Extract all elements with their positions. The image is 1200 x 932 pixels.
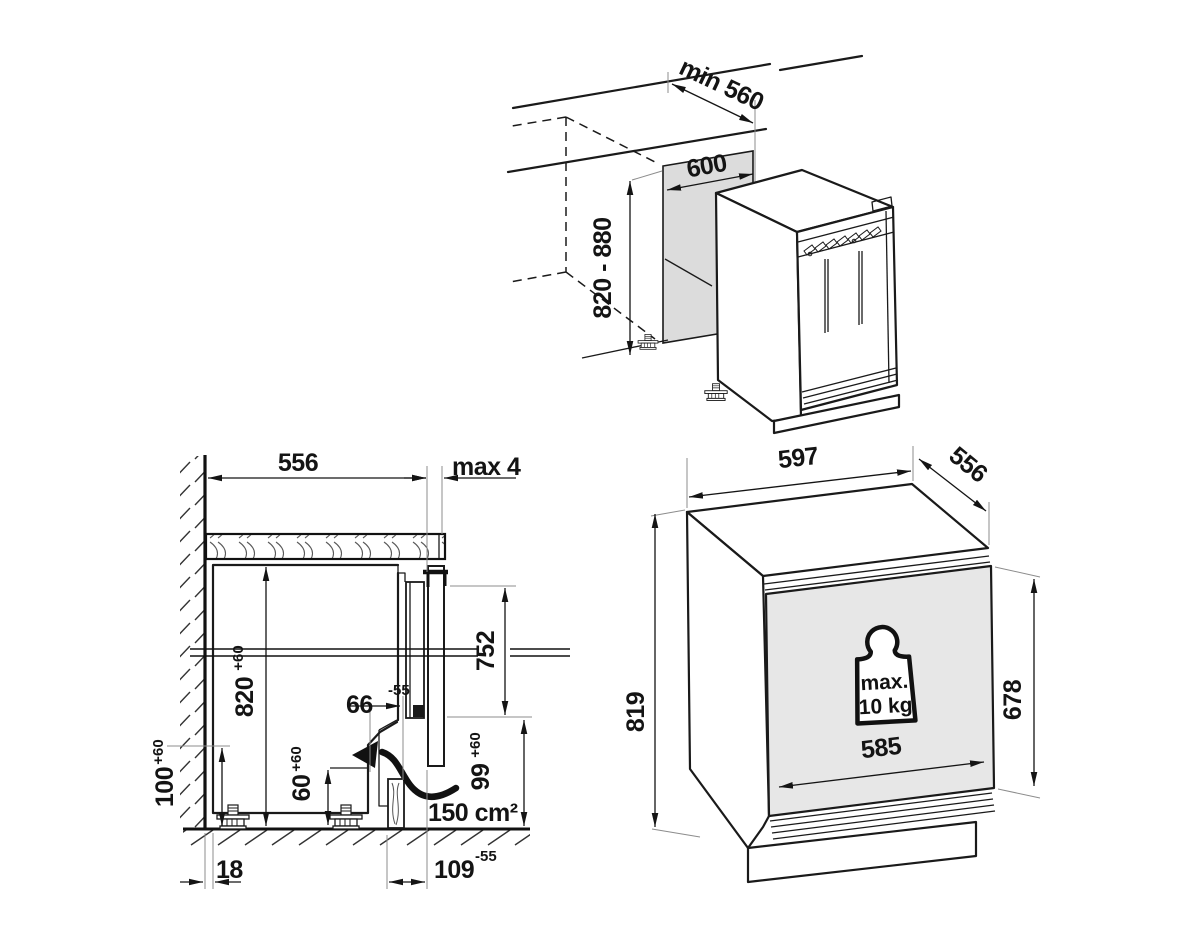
- dim-panel-height-label: 752: [472, 631, 500, 671]
- appliance-isometric-view: max. 10 kg 597 556 819 678 585: [622, 441, 1041, 884]
- vent-area-label: 150 cm²: [428, 799, 518, 827]
- plinth-vent-slats: [769, 792, 996, 840]
- dim-section-depth-label: 556: [278, 449, 318, 477]
- mounting-rail: [797, 216, 895, 258]
- niche-isometric-view: min 560 600 820 - 880: [506, 53, 901, 435]
- appliance-base: [746, 820, 978, 884]
- dim-skirting-height-label: 100: [151, 767, 179, 807]
- airflow-arrow-icon: [352, 741, 460, 800]
- appliance-base: [772, 393, 901, 435]
- wall-counter-edge: [506, 127, 768, 174]
- appliance-side-face: [685, 510, 771, 850]
- mounting-hardware: [803, 226, 882, 257]
- dim-vent-height-label: 99: [467, 764, 495, 791]
- appliance-front-face: [795, 205, 899, 412]
- dim-niche-width-label: 600: [684, 149, 728, 184]
- wall-top-edge: [511, 62, 772, 110]
- door-gap-line: [885, 210, 890, 384]
- plinth-board: [387, 778, 405, 829]
- weight-value-label: 10 kg: [858, 694, 913, 720]
- dim-niche-height-label: 820 - 880: [589, 217, 617, 318]
- niche-hidden-edges: [509, 116, 660, 340]
- dim-bottom-clearance-label: 60: [288, 775, 316, 802]
- wall-top-edge-right: [778, 54, 864, 72]
- dim-door-height-label: 678: [999, 679, 1027, 720]
- floor-hatch: [183, 830, 530, 847]
- appliance-section: [211, 563, 460, 830]
- section-view: 556 max 4 752 820 +60 100 +60 66 -55 60 …: [150, 449, 570, 889]
- dim-niche-depth-label: min 560: [675, 53, 768, 117]
- niche-panel-crease: [664, 258, 713, 287]
- plinth-duct: [378, 719, 398, 807]
- dim-recess-depth-tol: -55: [388, 682, 410, 699]
- adjustable-foot-icon: [329, 804, 363, 830]
- dim-plinth-depth-tol: -55: [475, 848, 497, 865]
- dim-height-label: 819: [622, 692, 650, 732]
- appliance-outside-niche: [704, 168, 901, 435]
- dim-recess-depth-label: 66: [346, 691, 373, 719]
- dim-niche-height-section-label: 820: [231, 677, 259, 717]
- vent-slats: [801, 367, 899, 405]
- front-top-step: [397, 565, 406, 582]
- appliance-left-face: [714, 191, 803, 423]
- dim-door-width-label: 585: [859, 732, 903, 765]
- countertop: [204, 532, 447, 561]
- weight-max-label: max.: [860, 670, 909, 695]
- dim-rear-gap-label: 18: [216, 856, 243, 884]
- dim-skirting-height-tol: +60: [150, 739, 167, 764]
- dim-vent-height-tol: +60: [467, 732, 484, 757]
- dim-plinth-depth-label: 109: [434, 856, 474, 884]
- dim-width-label: 597: [777, 442, 820, 474]
- dim-bottom-clearance-tol: +60: [288, 746, 305, 771]
- adjustable-foot-icon: [637, 334, 659, 350]
- corner-clip: [871, 196, 893, 212]
- door-gasket: [413, 705, 424, 717]
- wall-hatch: [180, 456, 205, 829]
- dim-niche-height-section-tol: +60: [230, 645, 247, 670]
- appliance-outline: [211, 563, 400, 815]
- furniture-panel: [427, 565, 445, 767]
- suspension-rods: [824, 251, 863, 333]
- dim-front-gap-label: max 4: [452, 453, 521, 481]
- door-top-trim: [763, 555, 991, 591]
- adjustable-foot-icon: [704, 383, 728, 401]
- break-lines: [190, 648, 570, 657]
- weight-icon: max. 10 kg: [854, 624, 918, 726]
- dim-depth-label: 556: [944, 441, 993, 488]
